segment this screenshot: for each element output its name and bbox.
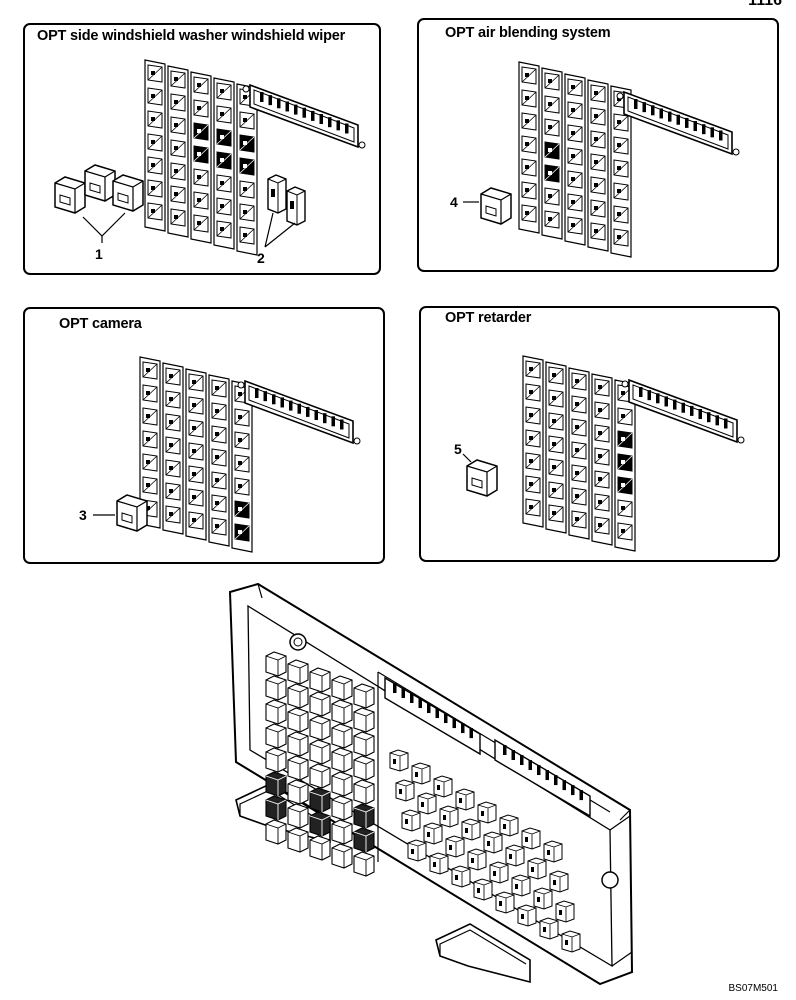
panel-retarder: OPT retarder 5 bbox=[419, 306, 780, 562]
relay bbox=[116, 494, 148, 532]
callout-3: 3 bbox=[79, 507, 87, 523]
diode bbox=[286, 186, 306, 226]
fuse-connector-strip bbox=[242, 83, 366, 149]
panel-drawing: 5 bbox=[454, 355, 745, 552]
panel-washer-wiper: OPT side windshield washer windshield wi… bbox=[23, 23, 381, 275]
fuse-connector-strip bbox=[616, 90, 740, 156]
relay-board bbox=[144, 59, 258, 256]
callout-2: 2 bbox=[257, 250, 265, 266]
figure-code: BS07M501 bbox=[728, 983, 778, 994]
panel-title: OPT retarder bbox=[445, 310, 532, 326]
relay bbox=[112, 174, 144, 212]
relay-board bbox=[522, 355, 636, 552]
relay bbox=[54, 176, 86, 214]
panel-title: OPT air blending system bbox=[445, 25, 611, 41]
diode bbox=[267, 174, 287, 214]
panel-camera: OPT camera 3 bbox=[23, 307, 385, 564]
page-code: 1116 bbox=[748, 0, 782, 9]
callout-4: 4 bbox=[450, 194, 458, 210]
fuse-connector-strip bbox=[237, 379, 361, 445]
relay bbox=[466, 459, 498, 497]
callout-5: 5 bbox=[454, 441, 462, 457]
panel-air-blending: OPT air blending system 4 bbox=[417, 18, 779, 272]
relay bbox=[480, 187, 512, 225]
panel-drawing: 1 2 bbox=[54, 59, 366, 266]
relay-board bbox=[518, 61, 632, 258]
panel-title: OPT camera bbox=[59, 316, 142, 332]
relay bbox=[84, 164, 116, 202]
panel-title: OPT side windshield washer windshield wi… bbox=[37, 28, 346, 44]
panel-drawing: 4 bbox=[450, 61, 740, 258]
fuse-connector-strip bbox=[621, 378, 745, 444]
panel-drawing: 3 bbox=[79, 356, 361, 553]
relay-board bbox=[139, 356, 253, 553]
fuse-box-assembly bbox=[228, 582, 634, 985]
relay-group bbox=[54, 164, 144, 214]
callout-1: 1 bbox=[95, 246, 103, 262]
diode-group bbox=[267, 174, 306, 226]
